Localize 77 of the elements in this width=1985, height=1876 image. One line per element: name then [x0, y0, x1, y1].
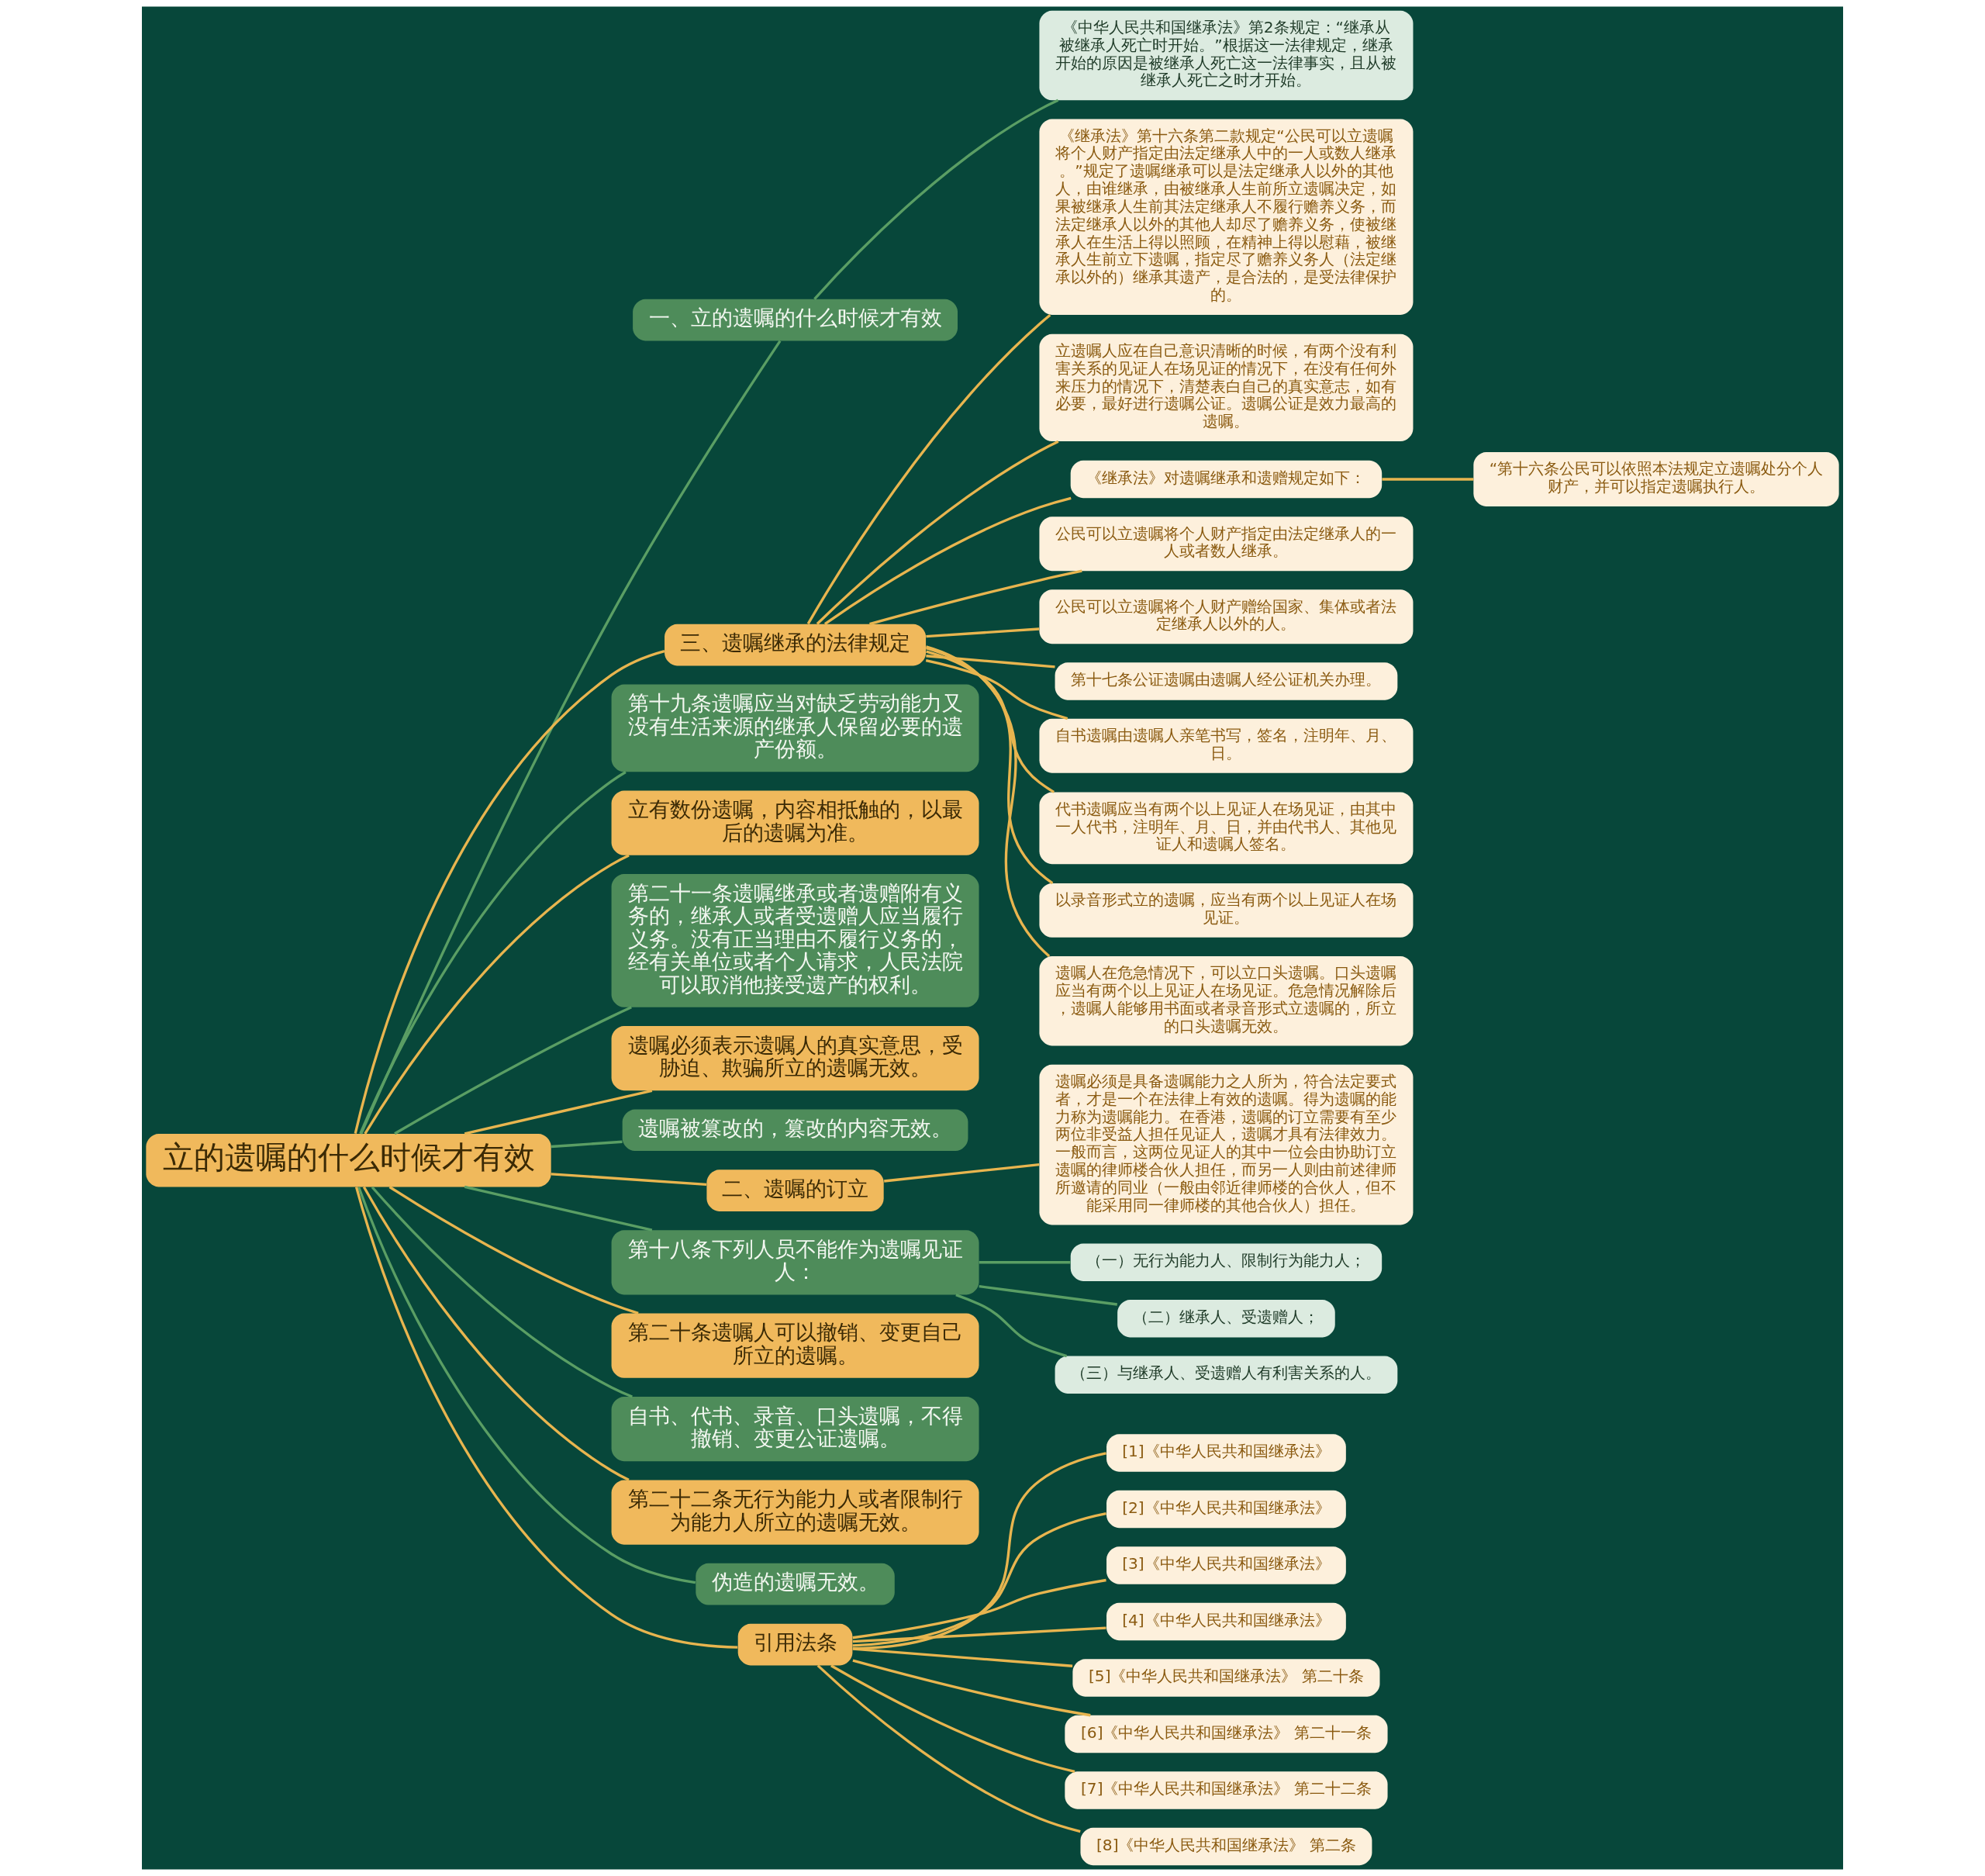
connector — [354, 650, 665, 1135]
node-box: [1]《中华人民共和国继承法》 — [1106, 1434, 1346, 1472]
node-box: [4]《中华人民共和国继承法》 — [1106, 1602, 1346, 1641]
node-box: （三）与继承人、受遗赠人有利害关系的人。 — [1055, 1356, 1398, 1394]
connector — [852, 1578, 1106, 1639]
node-box: [3]《中华人民共和国继承法》 — [1106, 1546, 1346, 1584]
connector — [388, 1186, 639, 1315]
node-box: [2]《中华人民共和国继承法》 — [1106, 1490, 1346, 1529]
connector — [884, 1163, 1040, 1183]
node-box: 以录音形式立的遗嘱，应当有两个以上见证人在场见证。 — [1039, 883, 1414, 938]
connector — [852, 1647, 1073, 1667]
node-box: 代书遗嘱应当有两个以上见证人在场见证，由其中一人代书，注明年、月、日，并由代书人、其他见证人和遗嘱人签名。 — [1039, 792, 1414, 865]
connector — [816, 1664, 1081, 1833]
node-box: 遗嘱人在危急情况下，可以立口头遗嘱。口头遗嘱应当有两个以上见证人在场见证。危急情况解除后，遗嘱人能够用书面或者录音形式立遗嘱的，所立的口头遗嘱无效。 — [1039, 956, 1414, 1046]
node-box: 遗嘱被篡改的，篡改的内容无效。 — [622, 1109, 968, 1152]
connector — [926, 627, 1040, 638]
node-box: 一、立的遗嘱的什么时候才有效 — [633, 299, 958, 341]
connector — [359, 771, 627, 1135]
node-box: 立遗嘱人应在自己意识清晰的时候，有两个没有利害关系的见证人在场见证的情况下，在没有任何外来压力的情况下，清楚表白自己的真实意志，如有必要，最好进行遗嘱公证。遗嘱公证是效力最高的遗嘱。 — [1039, 333, 1414, 441]
node-box: 自书、代书、录音、口头遗嘱，不得撤销、变更公证遗嘱。 — [611, 1396, 979, 1462]
node-box: 立有数份遗嘱，内容相抵触的，以最后的遗嘱为准。 — [611, 790, 979, 855]
connector — [813, 98, 1059, 300]
connector — [551, 1173, 707, 1187]
connector — [830, 1664, 1075, 1773]
node-box: 第二十一条遗嘱继承或者遗赠附有义务的，继承人或者受遗赠人应当履行义务。没有正当理由不履行义务的，经有关单位或者个人请求，人民法院可以取消他接受遗产的权利。 — [611, 873, 979, 1007]
connector — [979, 1285, 1117, 1306]
connector — [926, 650, 1055, 793]
connector — [1382, 478, 1474, 481]
connector — [551, 1140, 623, 1149]
connector — [357, 1187, 696, 1584]
node-box: [8]《中华人民共和国继承法》 第二条 — [1080, 1827, 1372, 1866]
node-box: 第二十条遗嘱人可以撤销、变更自己所立的遗嘱。 — [611, 1313, 979, 1378]
connector — [806, 313, 1051, 625]
connector — [955, 1294, 1068, 1358]
node-box: 第十八条下列人员不能作为遗嘱见证人： — [611, 1230, 979, 1295]
node-box: 《中华人民共和国继承法》第2条规定：“继承从被继承人死亡时开始。”根据这一法律规定，继承开始的原因是被继承人死亡这一法律事实，且从被继承人死亡之时才开始。 — [1039, 10, 1414, 101]
connector — [394, 1006, 632, 1135]
node-box: 《继承法》第十六条第二款规定“公民可以立遗嘱将个人财产指定由法定继承人中的一人或数人继承。”规定了遗嘱继承可以是法定继承人以外的其他人，由谁继承，由被继承人生前所立遗嘱决定，如果被继承人生前其法定继承人不履行赡养义务，而法定继承人以外的其他人却尽了赡养义务，使被继承人在生活上得以照顾，在精神上得以慰藉，被继承人生前立下遗嘱，指定尽了赡养义务人（法定继承以外的）继承其遗产，是合法的，是受法律保护的。 — [1039, 119, 1414, 315]
connector — [852, 1626, 1106, 1643]
node-box: [6]《中华人民共和国继承法》 第二十一条 — [1065, 1715, 1388, 1753]
node-box: 第二十二条无行为能力人或者限制行为能力人所立的遗嘱无效。 — [611, 1480, 979, 1545]
node-box: [5]《中华人民共和国继承法》 第二十条 — [1072, 1659, 1380, 1697]
node-box: 公民可以立遗嘱将个人财产指定由法定继承人的一人或者数人继承。 — [1039, 517, 1414, 572]
node-box: 《继承法》对遗嘱继承和遗赠规定如下： — [1070, 460, 1383, 499]
connector — [464, 1089, 653, 1135]
connector — [852, 1512, 1106, 1647]
node-box: 公民可以立遗嘱将个人财产赠给国家、集体或者法定继承人以外的人。 — [1039, 589, 1414, 644]
connector — [925, 645, 1051, 958]
node-box: 自书遗嘱由遗嘱人亲笔书写，签名，注明年、月、日。 — [1039, 718, 1414, 773]
connector — [371, 1186, 633, 1398]
node-box: 引用法条 — [737, 1623, 853, 1666]
connector — [852, 1452, 1106, 1650]
connector — [364, 854, 630, 1135]
node-box: （二）继承人、受遗赠人； — [1117, 1300, 1335, 1338]
node-box: “第十六条公民可以依照本法规定立遗嘱处分个人财产，并可以指定遗嘱执行人。 — [1473, 452, 1839, 506]
connector — [823, 496, 1072, 625]
connector — [926, 646, 1054, 885]
node-box: 遗嘱必须表示遗嘱人的真实意思，受胁迫、欺骗所立的遗嘱无效。 — [611, 1025, 979, 1091]
connector — [979, 1261, 1071, 1264]
connector — [852, 1659, 1091, 1717]
connector — [362, 1186, 630, 1481]
node-box: 二、遗嘱的订立 — [706, 1169, 884, 1211]
connector — [869, 569, 1082, 626]
node-box: 遗嘱必须是具备遗嘱能力之人所为，符合法定要式者，才是一个在法律上有效的遗嘱。得为遗嘱的能力称为遗嘱能力。在香港，遗嘱的订立需要有至少两位非受益人担任见证人，遗嘱才具有法律效力。一般而言，这两位见证人的其中一位会由协助订立遗嘱的律师楼合伙人担任，而另一人则由前述律师所邀请的同业（一般由邻近律师楼的合伙人，但不能采用同一律师楼的其他合伙人）担任。 — [1039, 1064, 1414, 1225]
node-box: 第十九条遗嘱应当对缺乏劳动能力又没有生活来源的继承人保留必要的遗产份额。 — [611, 684, 979, 772]
connector — [464, 1185, 653, 1232]
node-box: 立的遗嘱的什么时候才有效 — [146, 1133, 551, 1187]
node-box: 第十七条公证遗嘱由遗嘱人经公证机关办理。 — [1055, 662, 1398, 700]
connector — [926, 655, 1055, 669]
connector — [816, 440, 1059, 625]
node-box: 伪造的遗嘱无效。 — [696, 1563, 895, 1605]
connector — [360, 340, 782, 1135]
connector — [354, 1187, 738, 1649]
node-box: 三、遗嘱继承的法律规定 — [665, 624, 927, 666]
node-box: [7]《中华人民共和国继承法》 第二十二条 — [1065, 1771, 1388, 1809]
connector — [925, 659, 1068, 720]
node-box: （一）无行为能力人、限制行为能力人； — [1070, 1243, 1383, 1281]
